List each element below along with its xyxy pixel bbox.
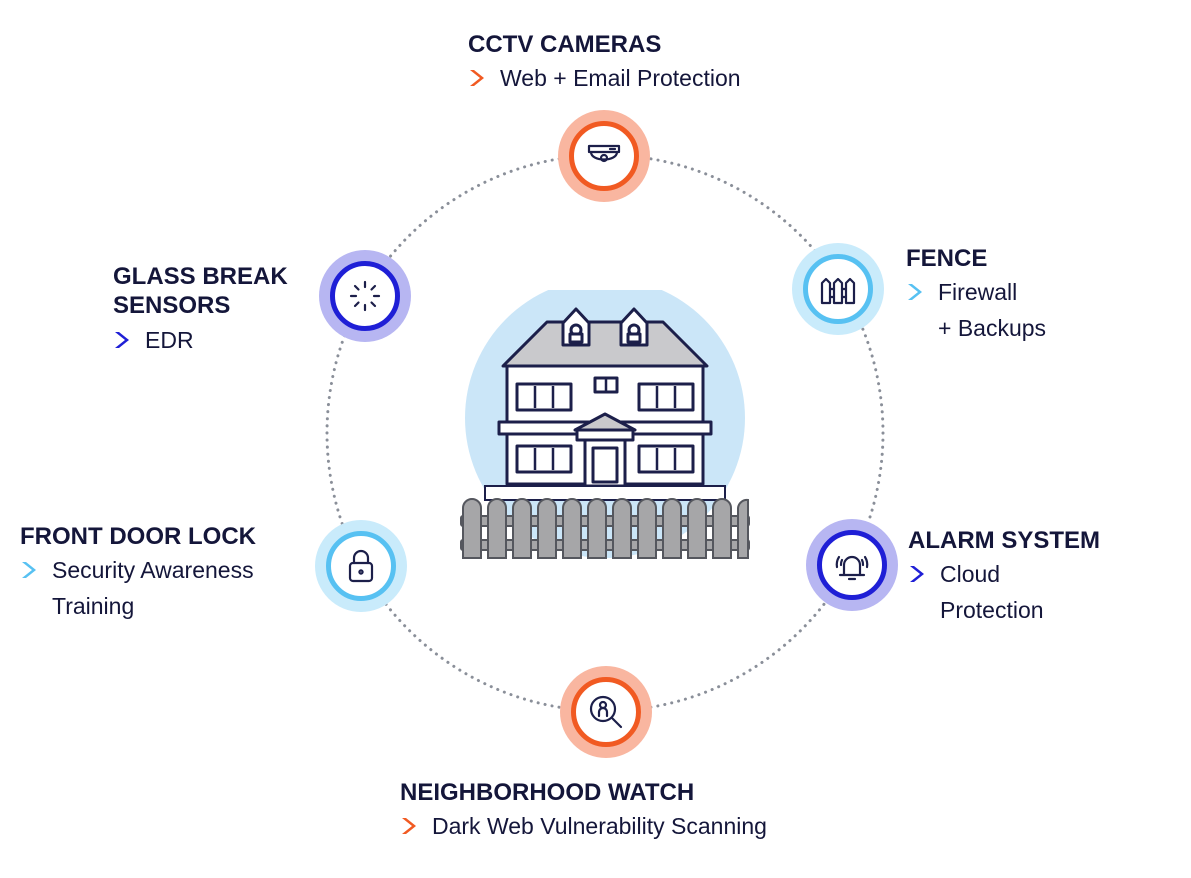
cctv-camera-icon xyxy=(587,144,621,163)
picket-fence xyxy=(460,498,750,559)
alarm-label: ALARM SYSTEM Cloud Protection xyxy=(908,526,1100,628)
chevron-right-icon xyxy=(400,808,422,844)
alarm-title: ALARM SYSTEM xyxy=(908,527,1100,554)
front-door-lock-label: FRONT DOOR LOCK Security Awareness Train… xyxy=(20,522,256,624)
alarm-node xyxy=(806,519,898,611)
front-door-lock-title: FRONT DOOR LOCK xyxy=(20,523,256,550)
front-door-lock-node xyxy=(315,520,407,612)
house-illustration xyxy=(460,290,750,559)
neighborhood-watch-item-text: Dark Web Vulnerability Scanning xyxy=(432,813,767,840)
alarm-item-text: Cloud Protection xyxy=(940,561,1044,624)
front-door-lock-node-inner xyxy=(326,531,396,601)
chevron-right-icon xyxy=(113,322,135,358)
front-door-lock-item-text: Security Awareness Training xyxy=(52,557,254,620)
chevron-right-icon xyxy=(908,556,930,592)
padlock-icon xyxy=(348,549,374,583)
chevron-right-icon xyxy=(20,552,42,588)
neighborhood-watch-label: NEIGHBORHOOD WATCH Dark Web Vulnerabilit… xyxy=(400,778,767,844)
alarm-item: Cloud Protection xyxy=(908,556,1100,628)
fence-item: Firewall + Backups xyxy=(906,274,1046,346)
fence-icon xyxy=(820,277,856,305)
neighborhood-watch-node-inner xyxy=(571,677,641,747)
neighborhood-watch-node xyxy=(560,666,652,758)
house-body xyxy=(497,307,713,496)
fence-node-inner xyxy=(803,254,873,324)
fence-label: FENCE Firewall + Backups xyxy=(906,244,1046,346)
chevron-right-icon xyxy=(906,274,928,310)
glass-break-title: GLASS BREAK SENSORS xyxy=(113,263,288,320)
glass-break-label: GLASS BREAK SENSORS EDR xyxy=(113,262,288,358)
fence-item-text: Firewall + Backups xyxy=(938,279,1047,342)
fence-title: FENCE xyxy=(906,245,988,272)
cctv-item-text: Web + Email Protection xyxy=(500,65,741,92)
chevron-right-icon xyxy=(468,60,490,96)
glass-break-item: EDR xyxy=(113,322,288,358)
cctv-node xyxy=(558,110,650,202)
alarm-node-inner xyxy=(817,530,887,600)
cctv-label: CCTV CAMERAS Web + Email Protection xyxy=(468,30,741,96)
glass-break-node-inner xyxy=(330,261,400,331)
cctv-title: CCTV CAMERAS xyxy=(468,31,662,58)
alarm-bell-icon xyxy=(835,555,869,581)
cctv-item: Web + Email Protection xyxy=(468,60,741,96)
magnifier-person-icon xyxy=(589,695,623,729)
fence-node xyxy=(792,243,884,335)
glass-break-node xyxy=(319,250,411,342)
neighborhood-watch-item: Dark Web Vulnerability Scanning xyxy=(400,808,767,844)
glass-break-item-text: EDR xyxy=(145,326,194,353)
neighborhood-watch-title: NEIGHBORHOOD WATCH xyxy=(400,779,695,806)
front-door-lock-item: Security Awareness Training xyxy=(20,552,256,624)
glass-break-sensor-icon xyxy=(349,280,381,312)
cctv-node-inner xyxy=(569,121,639,191)
